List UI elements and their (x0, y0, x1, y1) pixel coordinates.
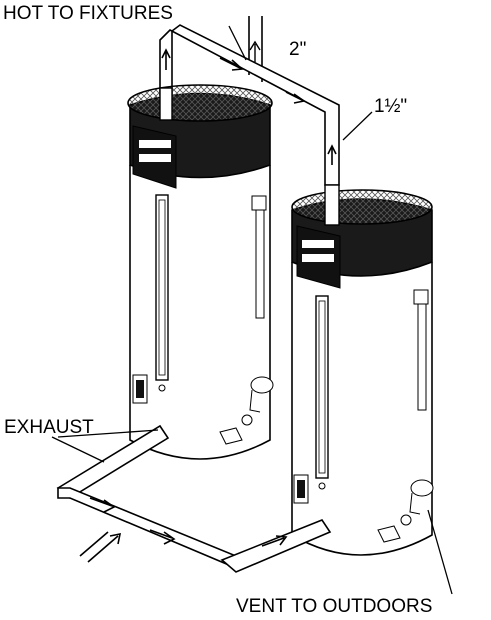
label-vent-to-outdoors: VENT TO OUTDOORS (236, 596, 433, 617)
label-pipe-1-5in: 1½" (374, 96, 408, 117)
left-water-heater (127, 84, 274, 460)
label-hot-to-fixtures: HOT TO FIXTURES (3, 3, 173, 24)
label-pipe-2in: 2" (289, 39, 307, 60)
leader-lines (51, 25, 453, 595)
label-exhaust: EXHAUST (4, 417, 94, 438)
exhaust-piping (56, 424, 332, 573)
right-water-heater (291, 184, 434, 556)
